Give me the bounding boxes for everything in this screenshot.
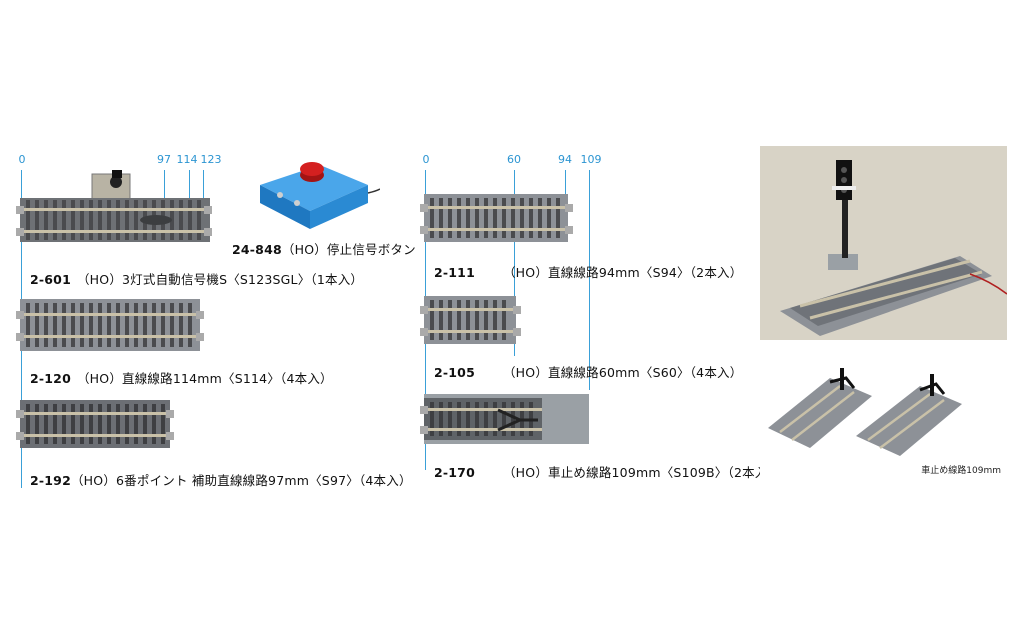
product-desc: （HO）車止め線路109mm〈S109B〉（2本入） (502, 465, 781, 480)
product-desc: （HO）停止信号ボタン (281, 242, 416, 257)
caption-2-170: 2-170 （HO）車止め線路109mm〈S109B〉（2本入） (434, 462, 780, 481)
product-desc: （HO）6番ポイント 補助直線線路97mm〈S97〉（4本入） (70, 473, 412, 488)
ruler-tick-label: 109 (580, 153, 602, 166)
buffer-stop-photo: 車止め線路109mm (760, 348, 1007, 482)
product-code: 2-601 (30, 272, 71, 287)
ruler-line-123 (203, 170, 204, 210)
ruler-tick-label: 94 (558, 153, 572, 166)
product-code: 2-111 (434, 265, 475, 280)
track-image-2-601 (16, 170, 212, 242)
product-desc: （HO）直線線路94mm〈S94〉（2本入） (502, 265, 743, 280)
product-code: 24-848 (232, 242, 282, 257)
ruler-line-60 (514, 170, 515, 356)
product-code: 2-192 (30, 473, 71, 488)
product-code: 2-170 (434, 465, 475, 480)
photo-caption: 車止め線路109mm (921, 466, 1001, 476)
ruler-line-114 (189, 170, 190, 210)
product-code: 2-105 (434, 365, 475, 380)
product-code: 2-120 (30, 371, 71, 386)
product-desc: （HO）3灯式自動信号機S〈S123SGL〉（1本入） (76, 272, 364, 287)
product-desc: （HO）直線線路114mm〈S114〉（4本入） (76, 371, 333, 386)
product-desc: （HO）直線線路60mm〈S60〉（4本入） (502, 365, 743, 380)
caption-24-848: 24-848（HO）停止信号ボタン (232, 239, 416, 258)
ruler-tick-label: 0 (422, 153, 430, 166)
ruler-tick-label: 60 (507, 153, 521, 166)
track-image-2-192 (16, 400, 174, 448)
track-image-2-120 (16, 299, 204, 351)
ruler-tick-label: 97 (157, 153, 171, 166)
track-image-2-111 (420, 194, 573, 242)
track-image-2-170 (420, 394, 589, 444)
signal-photo (760, 146, 1007, 340)
ruler-line-97 (164, 170, 165, 210)
caption-2-111: 2-111 （HO）直線線路94mm〈S94〉（2本入） (434, 262, 742, 281)
ruler-line-94 (565, 170, 566, 212)
caption-2-105: 2-105 （HO）直線線路60mm〈S60〉（4本入） (434, 362, 742, 381)
track-image-2-105 (420, 296, 521, 344)
caption-2-192: 2-192（HO）6番ポイント 補助直線線路97mm〈S97〉（4本入） (30, 470, 412, 489)
ruler-tick-label: 0 (18, 153, 26, 166)
ruler-tick-label: 114 (176, 153, 198, 166)
stop-signal-button-image (260, 162, 380, 229)
caption-2-601: 2-601 （HO）3灯式自動信号機S〈S123SGL〉（1本入） (30, 269, 363, 288)
ruler-tick-label: 123 (200, 153, 222, 166)
ruler-line-109 (589, 170, 590, 390)
caption-2-120: 2-120 （HO）直線線路114mm〈S114〉（4本入） (30, 368, 333, 387)
